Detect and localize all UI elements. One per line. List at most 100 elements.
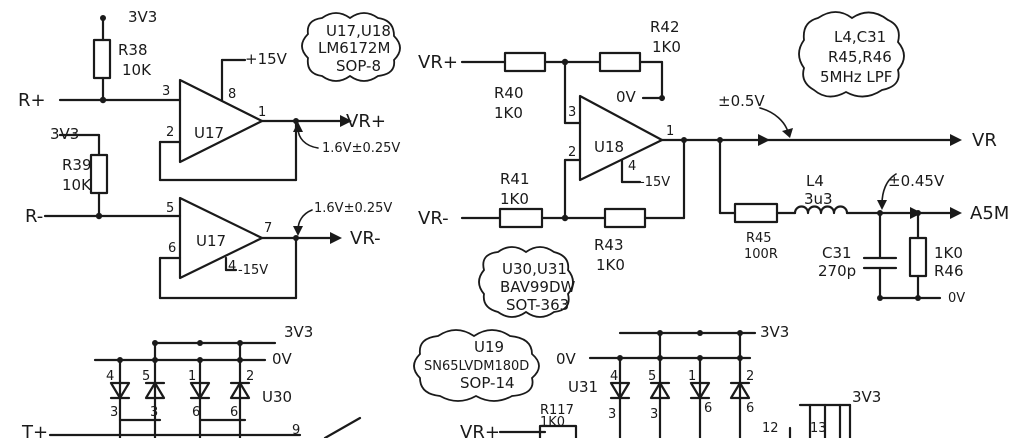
part-r41-value: 1K0 bbox=[500, 190, 529, 208]
pin-1-u31: 1 bbox=[688, 369, 696, 384]
part-r40: R40 bbox=[494, 84, 524, 102]
note-filter-line1: L4,C31 bbox=[834, 28, 886, 46]
annotation-a5m-swing: ±0.45V bbox=[888, 172, 945, 190]
u31-diode-array bbox=[498, 330, 852, 438]
pin-6-u30a: 6 bbox=[192, 405, 200, 420]
pin-3-u17a: 3 bbox=[162, 84, 170, 99]
net-gnd-u30: 0V bbox=[272, 350, 293, 368]
net-a5m: A5M bbox=[970, 203, 1009, 224]
pin-6-u17b: 6 bbox=[168, 241, 176, 256]
pin-9-chip: 9 bbox=[292, 423, 300, 438]
note-u19-line2: SN65LVDM180D bbox=[424, 359, 529, 374]
pin-5-u30: 5 bbox=[142, 369, 150, 384]
net-vrplus-bottom: VR+ bbox=[460, 422, 500, 438]
net-m15v-u17: -15V bbox=[238, 263, 268, 278]
pin-8-u17a: 8 bbox=[228, 87, 236, 102]
u30-diode-array bbox=[48, 340, 362, 438]
part-r117: R117 bbox=[540, 403, 574, 418]
net-m15v-u18: -15V bbox=[640, 175, 670, 190]
net-tplus: T+ bbox=[21, 422, 48, 438]
part-u17-top: U17 bbox=[194, 124, 224, 142]
pin-3-u30b: 3 bbox=[150, 405, 158, 420]
part-r40-value: 1K0 bbox=[494, 104, 523, 122]
part-u31: U31 bbox=[568, 378, 598, 396]
part-r46-value: 1K0 bbox=[934, 244, 963, 262]
pin-6-u30b: 6 bbox=[230, 405, 238, 420]
pin-2-u30: 2 bbox=[246, 369, 254, 384]
part-r42: R42 bbox=[650, 18, 680, 36]
pin-4-u17b: 4 bbox=[228, 259, 236, 274]
pin-6-u31b: 6 bbox=[746, 401, 754, 416]
part-r41: R41 bbox=[500, 170, 530, 188]
net-gnd-filter: 0V bbox=[948, 291, 965, 306]
part-c31: C31 bbox=[822, 244, 852, 262]
net-rminus: R- bbox=[25, 206, 43, 227]
net-3v3-chip: 3V3 bbox=[852, 388, 881, 406]
net-p15v: +15V bbox=[245, 50, 288, 68]
pin-3-u18: 3 bbox=[568, 105, 576, 120]
pin-5-u31: 5 bbox=[648, 369, 656, 384]
pin-1-u17a: 1 bbox=[258, 105, 266, 120]
part-r38: R38 bbox=[118, 41, 148, 59]
pin-4-u18: 4 bbox=[628, 159, 636, 174]
note-filter-line3: 5MHz LPF bbox=[820, 68, 892, 86]
net-3v3-u30: 3V3 bbox=[284, 323, 313, 341]
net-vrplus-in: VR+ bbox=[418, 52, 458, 73]
part-r43-value: 1K0 bbox=[596, 256, 625, 274]
part-r39-value: 10K bbox=[62, 176, 92, 194]
note-u17-u18-line1: U17,U18 bbox=[326, 22, 391, 40]
note-cloud-u19 bbox=[413, 329, 540, 402]
pin-3-u30a: 3 bbox=[110, 405, 118, 420]
note-filter-line2: R45,R46 bbox=[828, 48, 892, 66]
pin-4-u30: 4 bbox=[106, 369, 114, 384]
lowpass-filter bbox=[718, 138, 962, 301]
pin-2-u18: 2 bbox=[568, 145, 576, 160]
note-cloud-u17-u18 bbox=[301, 12, 401, 82]
net-3v3-top: 3V3 bbox=[128, 8, 157, 26]
part-u18: U18 bbox=[594, 138, 624, 156]
note-diode-line2: BAV99DW bbox=[500, 278, 575, 296]
part-l4-value: 3u3 bbox=[804, 190, 833, 208]
u17-top-buffer bbox=[58, 15, 352, 182]
part-r39: R39 bbox=[62, 156, 92, 174]
note-u17-u18-line2: LM6172M bbox=[318, 39, 390, 57]
part-r46: R46 bbox=[934, 262, 964, 280]
note-u17-u18-line3: SOP-8 bbox=[336, 57, 381, 75]
part-r43: R43 bbox=[594, 236, 624, 254]
pin-6-u31a: 6 bbox=[704, 401, 712, 416]
note-diode-line1: U30,U31 bbox=[502, 260, 567, 278]
net-vrplus-out: VR+ bbox=[346, 111, 386, 132]
pin-3-u31b: 3 bbox=[650, 407, 658, 422]
net-vrminus-in: VR- bbox=[418, 208, 449, 229]
pin-12-chip: 12 bbox=[762, 421, 779, 436]
pin-4-u31: 4 bbox=[610, 369, 618, 384]
net-rplus: R+ bbox=[18, 90, 46, 111]
pin-5-u17b: 5 bbox=[166, 201, 174, 216]
net-gnd-r42: 0V bbox=[616, 88, 637, 106]
note-u19-line1: U19 bbox=[474, 338, 504, 356]
part-u30: U30 bbox=[262, 388, 292, 406]
u18-difference-amp bbox=[460, 51, 962, 229]
note-diode-line3: SOT-363 bbox=[506, 296, 569, 314]
pin-2-u31: 2 bbox=[746, 369, 754, 384]
annotation-vrminus-level: 1.6V±0.25V bbox=[314, 201, 392, 216]
part-l4: L4 bbox=[806, 172, 824, 190]
part-r45-value: 100R bbox=[744, 247, 778, 262]
pin-3-u31a: 3 bbox=[608, 407, 616, 422]
net-3v3-u31: 3V3 bbox=[760, 323, 789, 341]
u17-bottom-buffer bbox=[43, 133, 342, 300]
pin-1-u18: 1 bbox=[666, 124, 674, 139]
part-u17-bottom: U17 bbox=[196, 232, 226, 250]
part-r117-value: 1K0 bbox=[540, 415, 565, 430]
annotation-vrplus-level: 1.6V±0.25V bbox=[322, 141, 400, 156]
note-cloud-diode bbox=[478, 246, 574, 318]
pin-1-u30: 1 bbox=[188, 369, 196, 384]
part-r42-value: 1K0 bbox=[652, 38, 681, 56]
net-vrminus-out: VR- bbox=[350, 228, 381, 249]
net-vr: VR bbox=[972, 130, 997, 151]
pin-7-u17b: 7 bbox=[264, 221, 272, 236]
note-cloud-filter bbox=[798, 11, 905, 98]
net-3v3-mid: 3V3 bbox=[50, 125, 79, 143]
part-r45: R45 bbox=[746, 231, 772, 246]
